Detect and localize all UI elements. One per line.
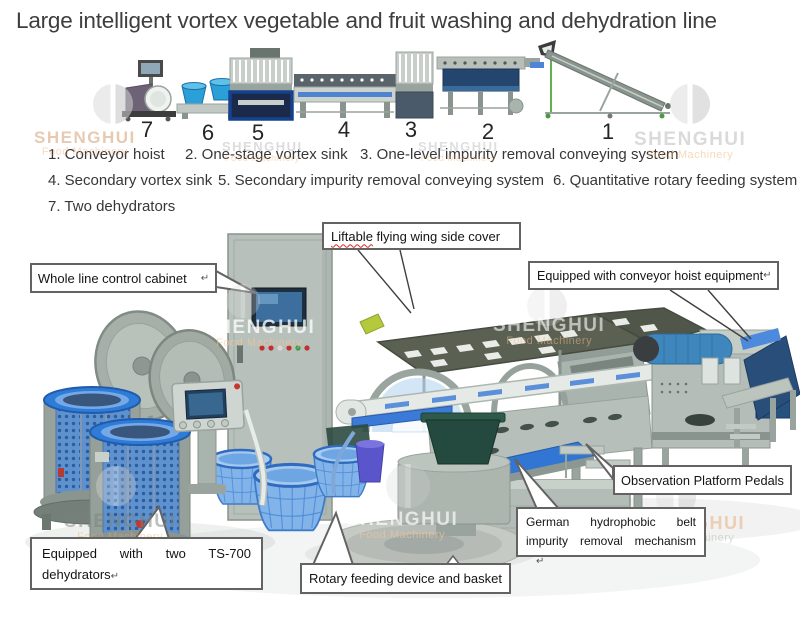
- callout-liftable-side-cover: Liftable flying wing side cover: [322, 222, 521, 250]
- callout-observation-platform-pedals: Observation Platform Pedals: [613, 465, 792, 495]
- legend-item-3: 3. One-level impurity removal conveying …: [360, 146, 679, 163]
- mini-conveyor-hoist-1: [538, 40, 671, 119]
- diagram-number-6: 6: [202, 120, 214, 145]
- return-mark-icon: ↵: [763, 270, 772, 281]
- callout-text: flying wing side cover: [372, 228, 501, 244]
- page-title: Large intelligent vortex vegetable and f…: [16, 8, 717, 33]
- callout-rotary-feeding-device: Rotary feeding device and basket: [300, 563, 511, 594]
- feeding-baskets: [209, 440, 385, 532]
- diagram-number-2: 2: [482, 119, 494, 144]
- mini-impurity-conveyor-5: [228, 48, 294, 121]
- callout-text: Equipped with two TS-700 dehydrators: [42, 546, 251, 582]
- top-line-diagram: 7 6 5 4 3 2 1: [122, 40, 671, 145]
- return-mark-icon: ↵: [110, 570, 120, 582]
- callout-german-hydrophobic-belt: German hydrophobic belt impurity removal…: [516, 507, 706, 567]
- mini-impurity-conveyor-3: [395, 51, 434, 119]
- callout-text: Rotary feeding device and basket: [309, 571, 502, 586]
- callout-text: German hydrophobic belt impurity removal…: [526, 515, 696, 549]
- diagram-number-7: 7: [141, 117, 153, 142]
- mini-dehydrator-7: [122, 60, 176, 122]
- mini-vortex-sink-2: [436, 56, 544, 115]
- callout-text: Observation Platform Pedals: [621, 472, 784, 488]
- rotary-notch: [445, 554, 461, 566]
- mini-secondary-sink-4: [293, 74, 397, 118]
- callout-text: Equipped with conveyor hoist equipment: [537, 268, 764, 283]
- callout-two-ts700-dehydrators: Equipped with two TS-700 dehydrators↵: [30, 537, 263, 590]
- callout-whole-line-control-cabinet: Whole line control cabinet ↵: [30, 263, 217, 293]
- diagram-number-3: 3: [405, 117, 417, 142]
- callout-text-misspelled: Liftable: [331, 228, 373, 244]
- diagram-number-1: 1: [602, 119, 614, 144]
- legend-item-6: 6. Quantitative rotary feeding system: [553, 172, 798, 189]
- feeding-hopper: [425, 419, 501, 465]
- return-mark-icon: ↵: [200, 272, 210, 284]
- legend-item-7: 7. Two dehydrators: [48, 198, 176, 215]
- legend-item-1: 1. Conveyor hoist: [48, 146, 165, 163]
- callout-text: Whole line control cabinet: [37, 270, 187, 286]
- hoist-leader: [669, 289, 752, 342]
- return-mark-icon: ↵: [536, 556, 545, 568]
- legend-item-2: 2. One-stage vortex sink: [185, 146, 348, 163]
- diagram-number-4: 4: [338, 117, 350, 142]
- callout-conveyor-hoist-equipment: Equipped with conveyor hoist equipment ↵: [528, 261, 779, 290]
- legend-item-4: 4. Secondary vortex sink: [48, 172, 213, 189]
- pedestal-control-panel: [171, 379, 245, 494]
- diagram-number-5: 5: [252, 120, 264, 145]
- hoist-equipment: [721, 328, 800, 448]
- liftable-leader: [357, 249, 415, 314]
- main-scene: [25, 84, 800, 598]
- legend-item-5: 5. Secondary impurity removal conveying …: [218, 172, 544, 189]
